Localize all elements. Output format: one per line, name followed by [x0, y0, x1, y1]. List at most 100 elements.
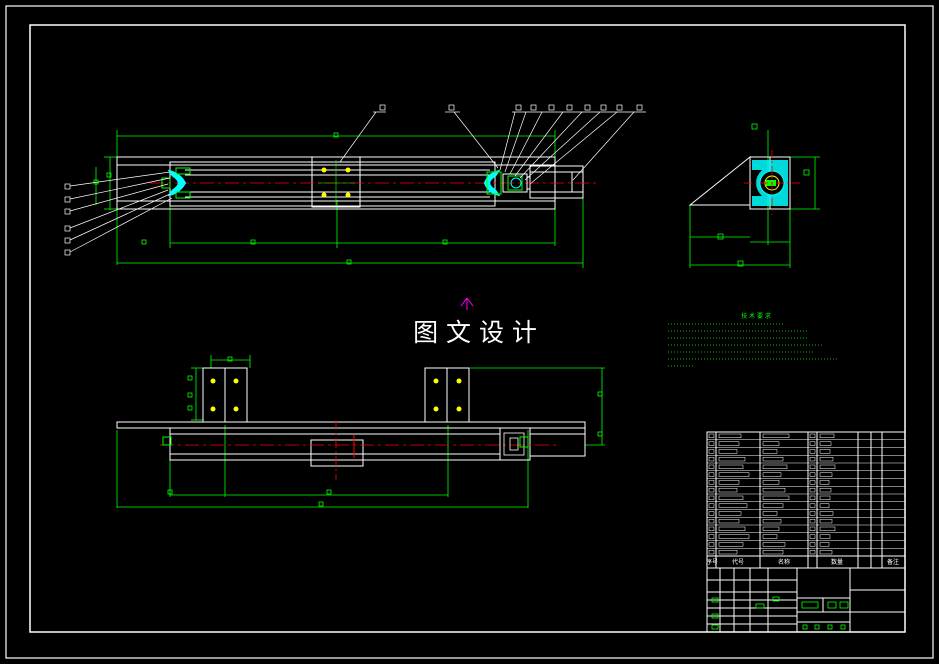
top-view-dimensions: [116, 355, 605, 508]
parts-cell-mark: [718, 449, 738, 454]
parts-cell-mark: [762, 441, 780, 446]
title-block: [706, 567, 906, 633]
top-leaders: [339, 104, 646, 185]
parts-cell-mark: [762, 503, 784, 508]
tech-notes-title: 技 术 要 求: [741, 312, 771, 320]
parts-cell-mark: [708, 519, 715, 524]
parts-cell-mark: [809, 519, 816, 524]
header-note: 备注: [887, 558, 899, 566]
view-marker-arrow: [460, 297, 474, 310]
parts-cell-mark: [762, 457, 784, 462]
parts-cell-mark: [762, 542, 786, 547]
carriage-bolts: [321, 167, 351, 198]
header-no: 序号: [706, 558, 718, 566]
parts-cell-mark: [809, 511, 816, 516]
parts-cell-mark: [718, 457, 746, 462]
parts-cell-mark: [809, 480, 816, 485]
parts-cell-mark: [762, 495, 790, 500]
parts-cell-mark: [708, 480, 715, 485]
parts-cell-mark: [718, 464, 744, 469]
parts-cell-mark: [708, 503, 715, 508]
parts-cell-mark: [708, 472, 715, 477]
parts-cell-mark: [762, 480, 780, 485]
parts-list: 序号 代号 名称 数量 备注: [706, 431, 906, 569]
parts-cell-mark: [718, 495, 744, 500]
parts-cell-mark: [819, 472, 833, 477]
parts-cell-mark: [762, 519, 782, 524]
parts-cell-mark: [708, 464, 715, 469]
parts-cell-mark: [819, 550, 833, 555]
parts-cell-mark: [809, 449, 816, 454]
parts-cell-mark: [762, 550, 784, 555]
parts-cell-mark: [819, 519, 833, 524]
parts-cell-mark: [819, 449, 831, 454]
parts-cell-mark: [762, 472, 782, 477]
parts-cell-mark: [762, 511, 778, 516]
header-code: 代号: [732, 558, 744, 566]
right-bearing-section: [483, 169, 530, 197]
bracket-bolts: [210, 378, 462, 412]
parts-cell-mark: [708, 449, 715, 454]
parts-cell-mark: [718, 472, 750, 477]
parts-cell-mark: [819, 457, 834, 462]
top-view-body: [116, 367, 586, 467]
parts-cell-mark: [708, 433, 715, 438]
side-section: [744, 150, 800, 215]
outer-frame: [5, 5, 934, 659]
parts-cell-mark: [809, 495, 816, 500]
parts-cell-mark: [819, 480, 830, 485]
parts-cell-mark: [819, 488, 832, 493]
parts-cell-mark: [819, 464, 836, 469]
parts-cell-mark: [819, 503, 830, 508]
parts-cell-mark: [718, 519, 740, 524]
parts-cell-mark: [809, 464, 816, 469]
header-qty: 数量: [831, 558, 843, 566]
parts-cell-mark: [708, 550, 715, 555]
parts-cell-mark: [809, 433, 816, 438]
parts-cell-mark: [809, 472, 816, 477]
parts-cell-mark: [718, 503, 748, 508]
parts-cell-mark: [718, 526, 746, 531]
parts-cell-mark: [819, 441, 832, 446]
parts-cell-mark: [809, 488, 816, 493]
parts-cell-mark: [718, 488, 738, 493]
parts-cell-mark: [819, 542, 830, 547]
parts-cell-mark: [708, 534, 715, 539]
parts-cell-mark: [809, 542, 816, 547]
parts-cell-mark: [809, 550, 816, 555]
parts-cell-mark: [718, 433, 742, 438]
parts-cell-mark: [762, 433, 790, 438]
parts-cell-mark: [819, 495, 831, 500]
parts-cell-mark: [809, 441, 816, 446]
parts-cell-mark: [708, 441, 715, 446]
parts-cell-mark: [809, 526, 816, 531]
front-view-dimensions: [93, 130, 584, 268]
watermark-title: 图 文 设 计: [413, 318, 537, 347]
top-view: [116, 355, 605, 508]
header-name: 名称: [778, 558, 790, 566]
side-view: [688, 123, 820, 268]
parts-cell-mark: [718, 534, 750, 539]
inner-frame: [29, 24, 906, 633]
parts-cell-mark: [718, 511, 742, 516]
parts-cell-mark: [762, 449, 778, 454]
parts-cell-mark: [762, 534, 778, 539]
parts-cell-mark: [708, 488, 715, 493]
parts-cell-mark: [708, 526, 715, 531]
parts-cell-mark: [819, 511, 834, 516]
parts-cell-mark: [718, 480, 740, 485]
left-leaders: [64, 171, 173, 256]
parts-cell-mark: [718, 550, 738, 555]
parts-cell-mark: [819, 433, 835, 438]
parts-cell-mark: [708, 495, 715, 500]
parts-cell-mark: [708, 542, 715, 547]
left-bearing-section: [161, 167, 191, 199]
parts-cell-mark: [819, 534, 831, 539]
parts-cell-mark: [718, 542, 744, 547]
parts-cell-mark: [708, 511, 715, 516]
parts-cell-mark: [708, 457, 715, 462]
parts-cell-mark: [809, 534, 816, 539]
parts-cell-mark: [809, 503, 816, 508]
parts-cell-mark: [762, 464, 788, 469]
